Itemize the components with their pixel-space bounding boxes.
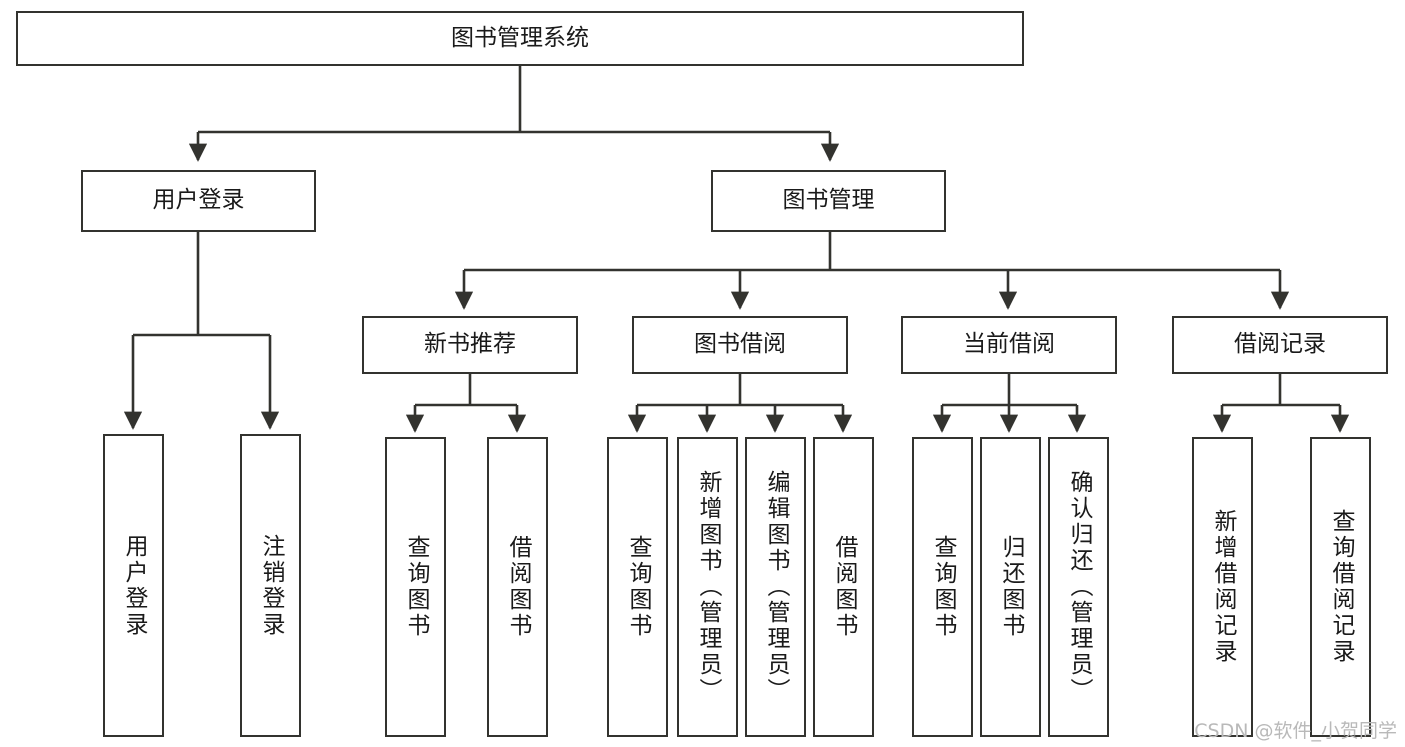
leaf-borrow-add-book[interactable]: 新增图书（管理员） (677, 437, 738, 737)
leaf-user-login-label: 用户登录 (121, 533, 147, 638)
node-root[interactable]: 图书管理系统 (16, 11, 1024, 66)
leaf-record-add[interactable]: 新增借阅记录 (1192, 437, 1253, 737)
leaf-current-return-book-label: 归还图书 (998, 535, 1024, 639)
node-book-borrow[interactable]: 图书借阅 (632, 316, 848, 374)
leaf-user-logout-label: 注销登录 (258, 533, 284, 638)
node-root-label: 图书管理系统 (451, 24, 589, 51)
leaf-current-confirm-return-label: 确认归还（管理员） (1066, 470, 1092, 704)
leaf-user-logout[interactable]: 注销登录 (240, 434, 301, 737)
node-book-management[interactable]: 图书管理 (711, 170, 946, 232)
node-borrow-record[interactable]: 借阅记录 (1172, 316, 1388, 374)
leaf-current-confirm-return[interactable]: 确认归还（管理员） (1048, 437, 1109, 737)
node-current-borrow-label: 当前借阅 (963, 331, 1055, 358)
leaf-new-borrow-book[interactable]: 借阅图书 (487, 437, 548, 737)
leaf-user-login[interactable]: 用户登录 (103, 434, 164, 737)
node-user-login-label: 用户登录 (152, 187, 245, 214)
leaf-borrow-borrow-book-label: 借阅图书 (831, 535, 857, 639)
leaf-new-query-book-label: 查询图书 (403, 535, 429, 639)
leaf-borrow-query-book[interactable]: 查询图书 (607, 437, 668, 737)
leaf-record-query[interactable]: 查询借阅记录 (1310, 437, 1371, 737)
leaf-borrow-edit-book[interactable]: 编辑图书（管理员） (745, 437, 806, 737)
node-book-management-label: 图书管理 (782, 187, 875, 214)
leaf-new-query-book[interactable]: 查询图书 (385, 437, 446, 737)
leaf-borrow-edit-book-label: 编辑图书（管理员） (763, 470, 789, 704)
leaf-borrow-borrow-book[interactable]: 借阅图书 (813, 437, 874, 737)
leaf-new-borrow-book-label: 借阅图书 (505, 535, 531, 639)
leaf-record-add-label: 新增借阅记录 (1210, 509, 1236, 665)
node-book-borrow-label: 图书借阅 (694, 331, 786, 358)
node-current-borrow[interactable]: 当前借阅 (901, 316, 1117, 374)
watermark-text: CSDN @软件_小贺同学 (1194, 720, 1397, 742)
node-new-book-recommend[interactable]: 新书推荐 (362, 316, 578, 374)
node-new-book-recommend-label: 新书推荐 (424, 331, 516, 358)
leaf-record-query-label: 查询借阅记录 (1328, 509, 1354, 665)
leaf-borrow-query-book-label: 查询图书 (625, 535, 651, 639)
node-user-login[interactable]: 用户登录 (81, 170, 316, 232)
leaf-current-query-book-label: 查询图书 (930, 535, 956, 639)
leaf-current-return-book[interactable]: 归还图书 (980, 437, 1041, 737)
leaf-current-query-book[interactable]: 查询图书 (912, 437, 973, 737)
leaf-borrow-add-book-label: 新增图书（管理员） (695, 470, 721, 704)
node-borrow-record-label: 借阅记录 (1234, 331, 1326, 358)
